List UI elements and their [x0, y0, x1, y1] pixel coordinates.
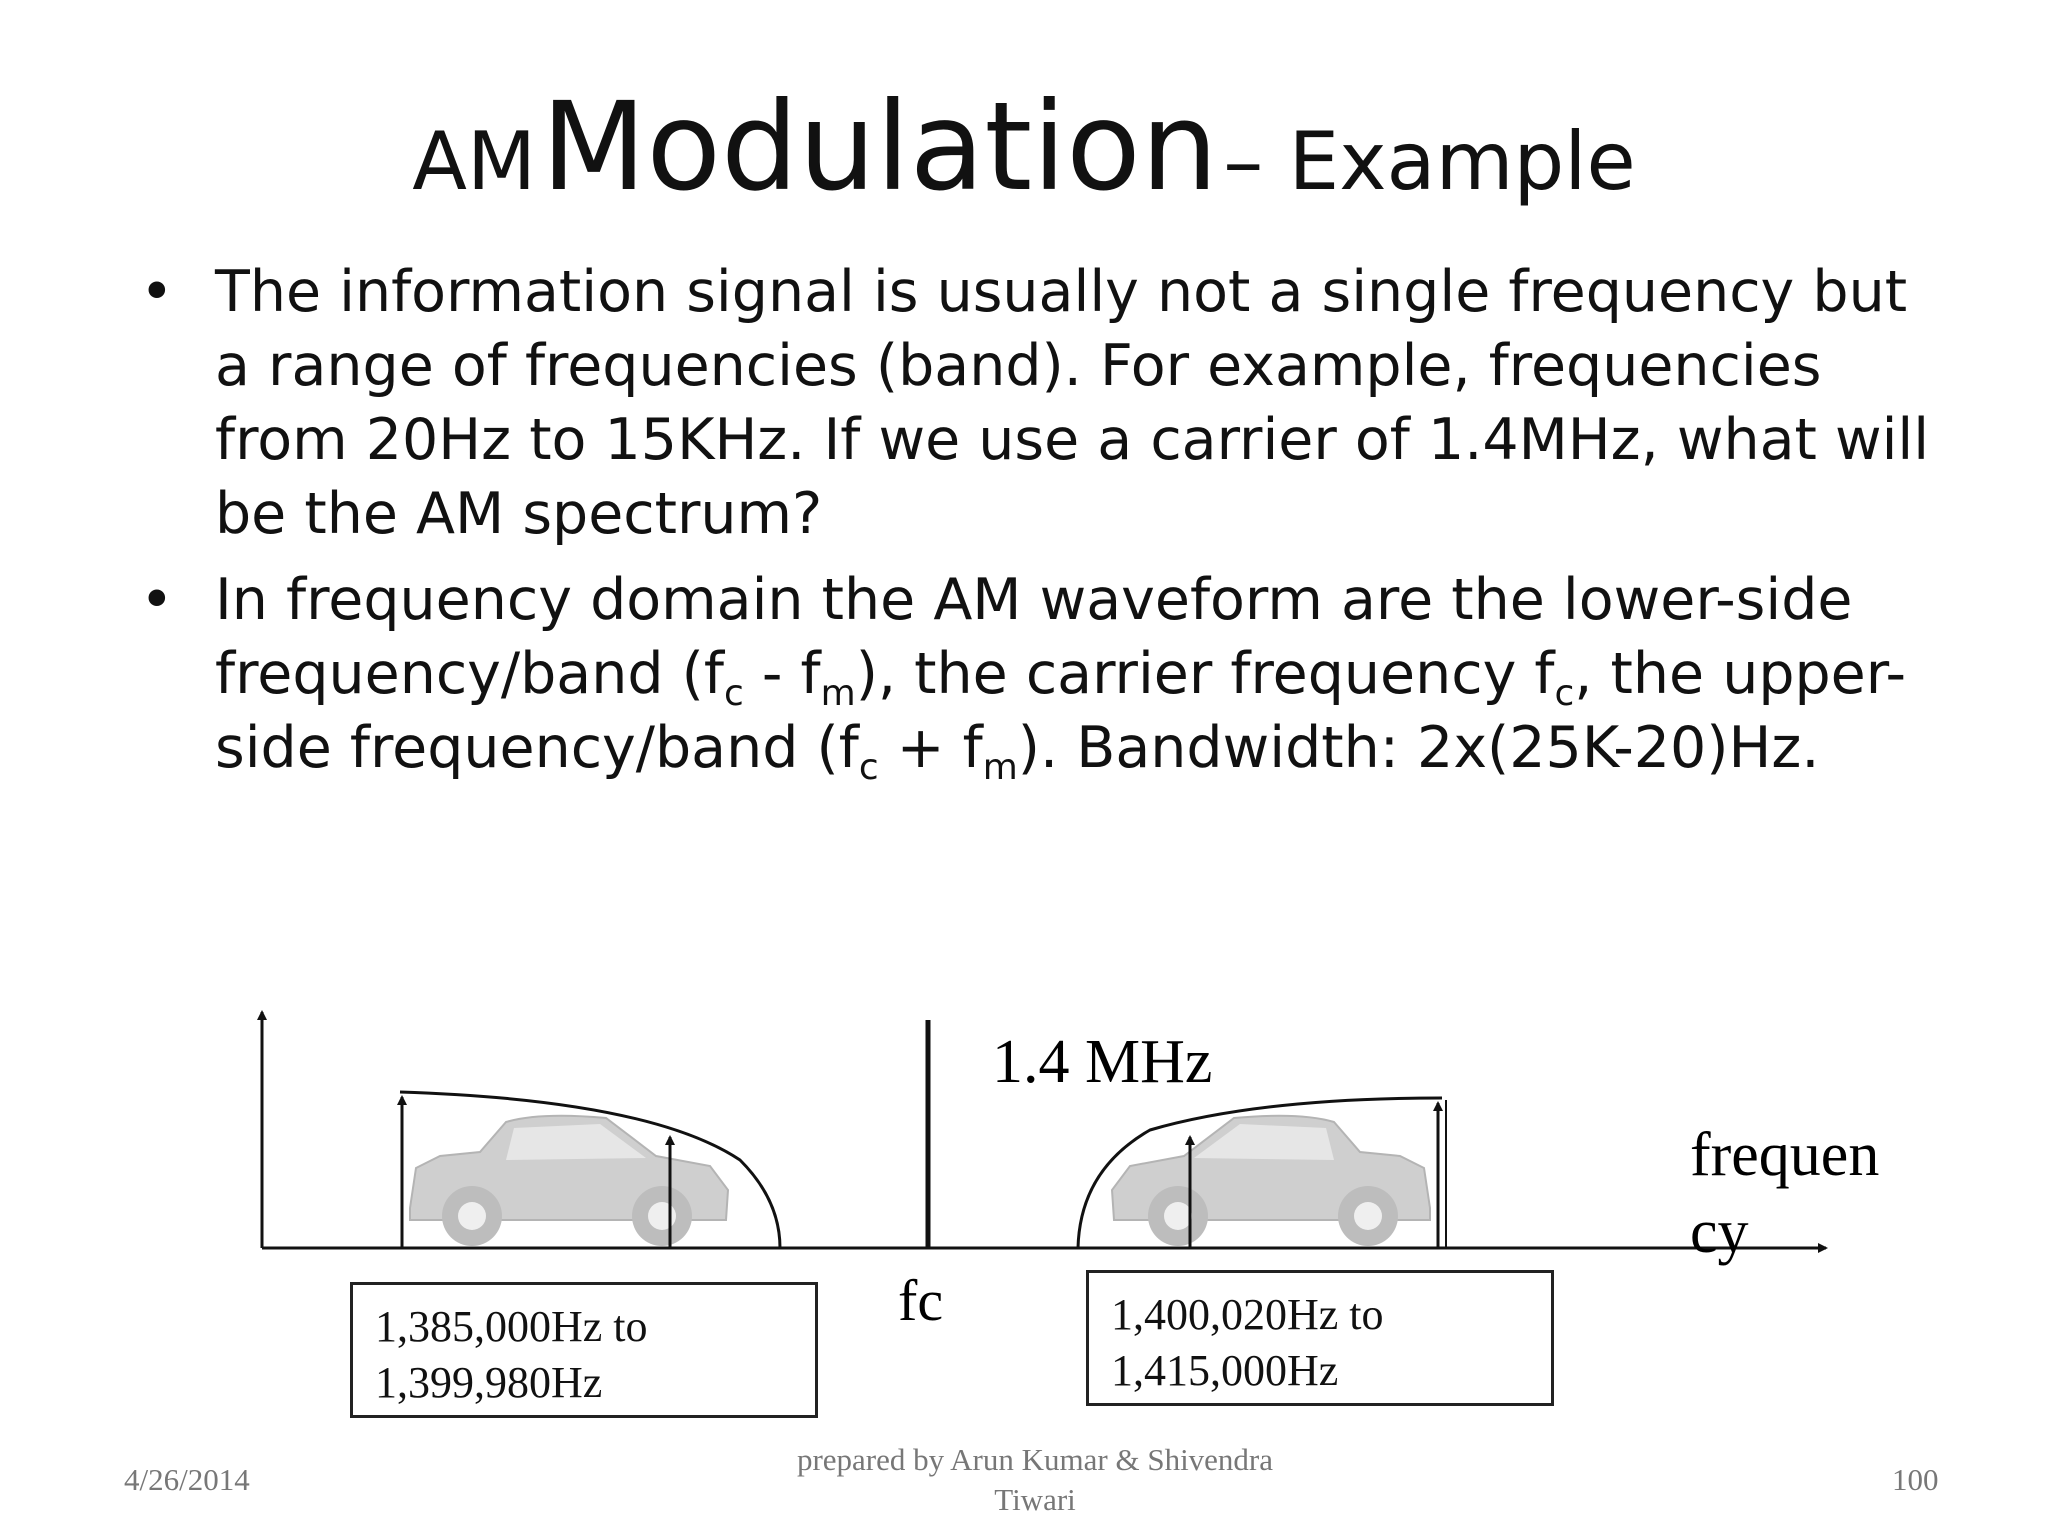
bullet-dot-icon: • [140, 259, 174, 325]
lower-band-range-start: 1,385,000Hz to [375, 1302, 648, 1351]
upper-band-envelope [1076, 1096, 1443, 1249]
upper-band-car-image [1111, 1114, 1431, 1247]
bullet-list: • The information signal is usually not … [140, 255, 1960, 797]
upper-band-label-box: 1,400,020Hz to 1,415,000Hz [1086, 1270, 1554, 1406]
frequency-axis-label: frequen [1690, 1121, 1879, 1189]
title-am: AM [412, 115, 537, 208]
slide-title: AM Modulation – Example [0, 80, 2048, 214]
carrier-frequency-label: 1.4 MHz [992, 1028, 1212, 1096]
bullet-dot-icon: • [140, 567, 174, 633]
lower-band-range-end: 1,399,980Hz [375, 1358, 603, 1407]
bullet-item: • In frequency domain the AM waveform ar… [140, 563, 1960, 788]
footer-author-line1: prepared by Arun Kumar & Shivendra [796, 1442, 1274, 1477]
bullet-item: • The information signal is usually not … [140, 255, 1960, 551]
upper-band-range-start: 1,400,020Hz to [1111, 1290, 1384, 1339]
bullet-text: The information signal is usually not a … [215, 259, 1930, 547]
footer-author-line2: Tiwari [994, 1482, 1076, 1517]
upper-band-range-end: 1,415,000Hz [1111, 1346, 1339, 1395]
fc-label: fc [898, 1268, 943, 1333]
frequency-axis-label: cy [1690, 1198, 1749, 1266]
footer-date: 4/26/2014 [124, 1462, 250, 1497]
title-modulation: Modulation [541, 76, 1219, 218]
bullet-text: In frequency domain the AM waveform are … [215, 567, 1907, 788]
footer-page-number: 100 [1892, 1462, 1939, 1497]
footer-author: prepared by Arun Kumar & Shivendra Tiwar… [700, 1440, 1370, 1520]
lower-band-car-image [409, 1114, 729, 1247]
lower-band-envelope [399, 1090, 782, 1249]
lower-band-label-box: 1,385,000Hz to 1,399,980Hz [350, 1282, 818, 1418]
title-example: – Example [1223, 115, 1636, 208]
